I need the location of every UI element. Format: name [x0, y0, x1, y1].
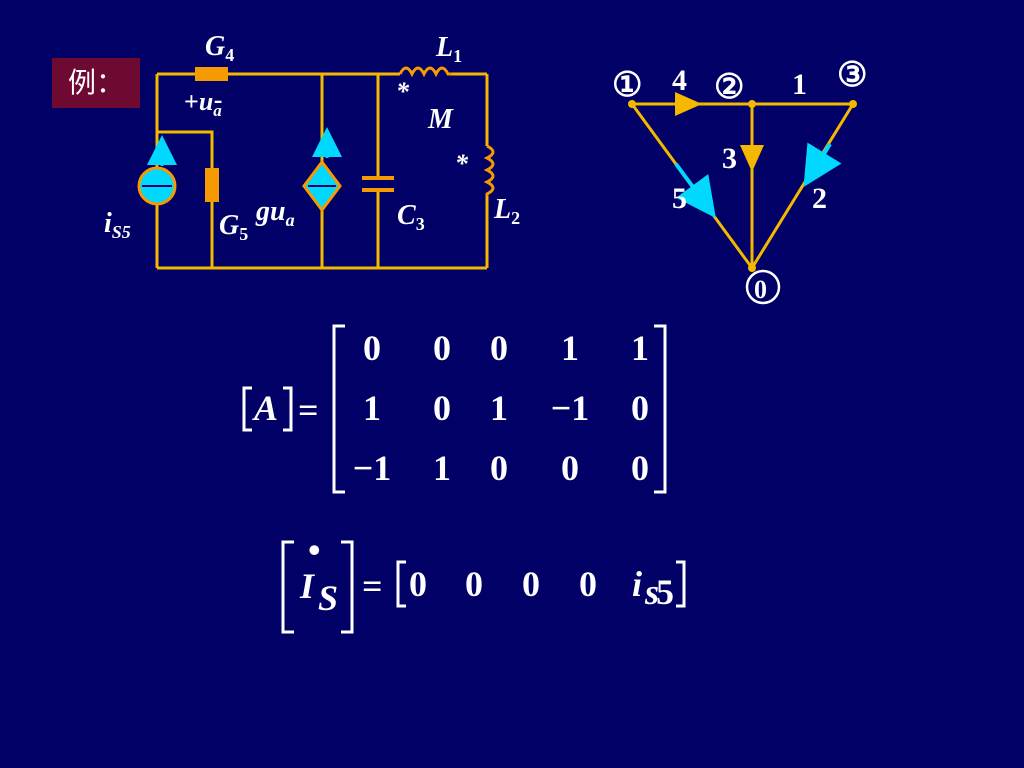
label-l2: L2	[493, 194, 520, 228]
example-label: 例：	[52, 58, 140, 108]
node-dot-2	[748, 100, 756, 108]
matrix-a-name: A	[252, 388, 278, 428]
matrix-a-cell-2-2: 0	[490, 448, 508, 488]
circuit-diagram	[155, 72, 489, 270]
matrix-a-cell-0-3: 1	[561, 328, 579, 368]
matrix-a-cell-2-1: 1	[433, 448, 451, 488]
edge-2-arrow-icon	[803, 142, 842, 188]
label-m: M	[427, 104, 454, 135]
branch-label-4: 4	[672, 64, 687, 97]
node-label-1: ①	[612, 67, 642, 104]
node-label-2: ②	[714, 69, 744, 106]
matrix-a-cell-1-2: 1	[490, 388, 508, 428]
matrix-a-cell-1-1: 0	[433, 388, 451, 428]
capacitor-c3	[362, 176, 394, 192]
label-c3: C3	[397, 200, 425, 234]
matrix-a-cell-0-4: 1	[631, 328, 649, 368]
resistor-g5	[205, 168, 219, 202]
matrix-a-equals: =	[298, 390, 319, 430]
vector-is-value-0: 0	[409, 564, 427, 604]
vector-is-last-var: i	[632, 564, 642, 604]
matrix-a-cell-0-1: 0	[433, 328, 451, 368]
edge-5-arrow-icon	[674, 162, 716, 219]
matrix-a-cell-2-0: −1	[353, 448, 392, 488]
edge-2	[750, 103, 855, 269]
node-label-3: ③	[837, 57, 867, 94]
vector-is-dot: •	[308, 530, 321, 570]
vector-is-equation: • I S = 0 0 0 0 i s 5	[281, 530, 686, 634]
dot-mark-l1: *	[396, 77, 410, 106]
node-dot-0	[748, 264, 756, 272]
vector-is-last-sub-s: s	[644, 572, 659, 612]
matrix-a-cell-1-3: −1	[551, 388, 590, 428]
vector-is-last-sub-n: 5	[656, 572, 674, 612]
matrix-a-cell-0-0: 0	[363, 328, 381, 368]
dependent-source-gua	[302, 127, 342, 213]
wire-g5-top	[157, 130, 214, 168]
inductor-l2	[483, 144, 495, 196]
vector-is-equals: =	[362, 566, 383, 606]
matrix-a-cell-2-3: 0	[561, 448, 579, 488]
vector-is-value-1: 0	[465, 564, 483, 604]
label-ua: +ua-	[184, 85, 222, 120]
matrix-a-cell-2-4: 0	[631, 448, 649, 488]
branch-label-2: 2	[812, 182, 827, 215]
branch-label-5: 5	[672, 182, 687, 215]
branch-label-3: 3	[722, 142, 737, 175]
node-circle-0	[745, 269, 781, 305]
node-label-0: 0	[754, 275, 767, 304]
label-gua: gua	[255, 196, 295, 230]
current-source-is5	[137, 135, 177, 206]
node-dot-1	[628, 100, 636, 108]
matrix-a-cell-1-0: 1	[363, 388, 381, 428]
vector-is-sub: S	[318, 578, 338, 618]
resistor-g4	[195, 67, 228, 81]
vector-is-value-3: 0	[579, 564, 597, 604]
inductor-l1	[398, 66, 452, 78]
vector-is-value-2: 0	[522, 564, 540, 604]
label-g4: G4	[205, 31, 234, 65]
dot-mark-l2: *	[455, 149, 469, 178]
label-l1: L1	[435, 32, 462, 66]
node-dot-3	[849, 100, 857, 108]
matrix-a-cell-1-4: 0	[631, 388, 649, 428]
matrix-a-cell-0-2: 0	[490, 328, 508, 368]
vector-is-name: I	[299, 566, 316, 606]
label-g5: G5	[219, 210, 248, 244]
branch-label-1: 1	[792, 68, 807, 101]
label-is5: iS5	[104, 208, 131, 242]
matrix-a-equation: A = 0 0 0 1 1 1 0 1 −1 0 −1 1 0 0 0	[242, 324, 667, 494]
